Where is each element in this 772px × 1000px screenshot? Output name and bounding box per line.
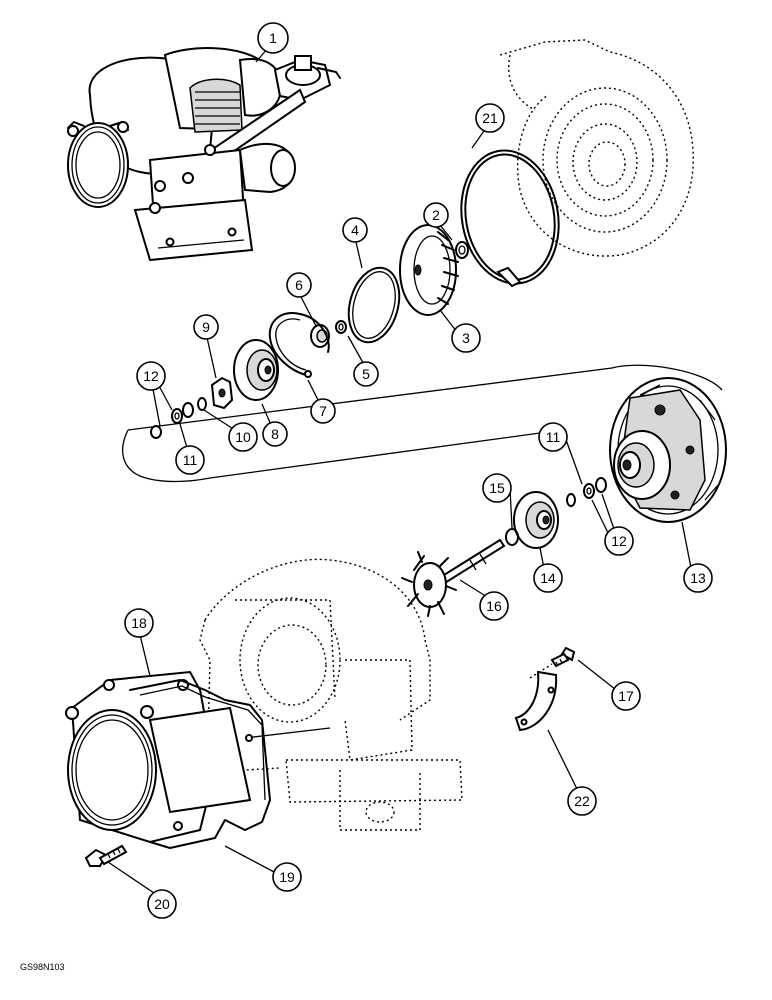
callout-9: 9 bbox=[193, 314, 219, 340]
svg-text:16: 16 bbox=[486, 598, 502, 614]
callout-5: 5 bbox=[353, 361, 379, 387]
o-ring bbox=[347, 266, 401, 344]
svg-text:8: 8 bbox=[271, 426, 279, 442]
callout-13: 13 bbox=[683, 563, 713, 593]
callout-14: 14 bbox=[533, 563, 563, 593]
bearing-housing bbox=[609, 377, 727, 523]
callout-12-right: 12 bbox=[604, 526, 634, 556]
svg-text:14: 14 bbox=[540, 570, 556, 586]
svg-text:7: 7 bbox=[319, 403, 327, 419]
bolt-small bbox=[529, 646, 576, 679]
svg-text:6: 6 bbox=[295, 277, 303, 293]
turbine-outlet bbox=[65, 670, 252, 844]
bolt-large bbox=[84, 844, 128, 867]
callout-10: 10 bbox=[228, 422, 258, 452]
callout-22: 22 bbox=[567, 786, 597, 816]
callout-11-left: 11 bbox=[175, 445, 205, 475]
gasket bbox=[129, 679, 331, 849]
callout-3: 3 bbox=[451, 323, 481, 353]
svg-text:19: 19 bbox=[279, 869, 295, 885]
piston-ring-set-left bbox=[150, 397, 207, 439]
callout-19: 19 bbox=[272, 862, 302, 892]
callout-16: 16 bbox=[479, 591, 509, 621]
callout-4: 4 bbox=[342, 217, 368, 243]
svg-text:9: 9 bbox=[202, 319, 210, 335]
turbine-wheel-and-shaft bbox=[401, 538, 506, 617]
retaining-ring bbox=[268, 312, 330, 378]
svg-text:20: 20 bbox=[154, 896, 170, 912]
compressor-housing-outline bbox=[499, 39, 694, 257]
callout-7: 7 bbox=[310, 398, 336, 424]
snap-ring-large bbox=[460, 149, 560, 288]
figure-reference-code: GS98N103 bbox=[20, 962, 65, 972]
svg-text:4: 4 bbox=[351, 222, 359, 238]
svg-text:12: 12 bbox=[143, 368, 159, 384]
callout-17: 17 bbox=[611, 681, 641, 711]
callout-6: 6 bbox=[286, 272, 312, 298]
svg-text:17: 17 bbox=[618, 688, 634, 704]
callout-20: 20 bbox=[147, 889, 177, 919]
svg-text:3: 3 bbox=[462, 330, 470, 346]
insert bbox=[233, 339, 279, 401]
callout-18: 18 bbox=[124, 608, 154, 638]
piston-ring-set-right bbox=[566, 477, 607, 507]
svg-text:18: 18 bbox=[131, 615, 147, 631]
callout-11-right: 11 bbox=[538, 422, 568, 452]
svg-text:22: 22 bbox=[574, 793, 590, 809]
callout-15: 15 bbox=[482, 473, 512, 503]
svg-text:15: 15 bbox=[489, 480, 505, 496]
assembly-group-outline bbox=[122, 364, 723, 483]
washer bbox=[335, 320, 347, 334]
svg-text:1: 1 bbox=[269, 30, 277, 46]
callout-2: 2 bbox=[423, 202, 449, 228]
svg-text:11: 11 bbox=[183, 452, 198, 468]
svg-text:5: 5 bbox=[362, 366, 370, 382]
callout-12-left: 12 bbox=[136, 361, 166, 391]
seal-ring bbox=[505, 528, 519, 546]
svg-text:10: 10 bbox=[235, 429, 251, 445]
compressor-wheel bbox=[399, 224, 459, 316]
callout-1: 1 bbox=[257, 22, 289, 54]
seal-collar bbox=[513, 491, 559, 549]
svg-text:13: 13 bbox=[690, 570, 706, 586]
svg-text:21: 21 bbox=[482, 110, 498, 126]
callout-21: 21 bbox=[475, 103, 505, 133]
thrust-bearing bbox=[210, 376, 234, 410]
svg-text:12: 12 bbox=[611, 533, 627, 549]
svg-text:2: 2 bbox=[432, 207, 440, 223]
turbine-housing-outline bbox=[199, 558, 463, 831]
turbocharger-assembly bbox=[67, 47, 341, 262]
nut bbox=[455, 241, 469, 259]
svg-text:11: 11 bbox=[546, 429, 561, 445]
clamp-segment bbox=[514, 670, 558, 732]
callout-8: 8 bbox=[262, 421, 288, 447]
